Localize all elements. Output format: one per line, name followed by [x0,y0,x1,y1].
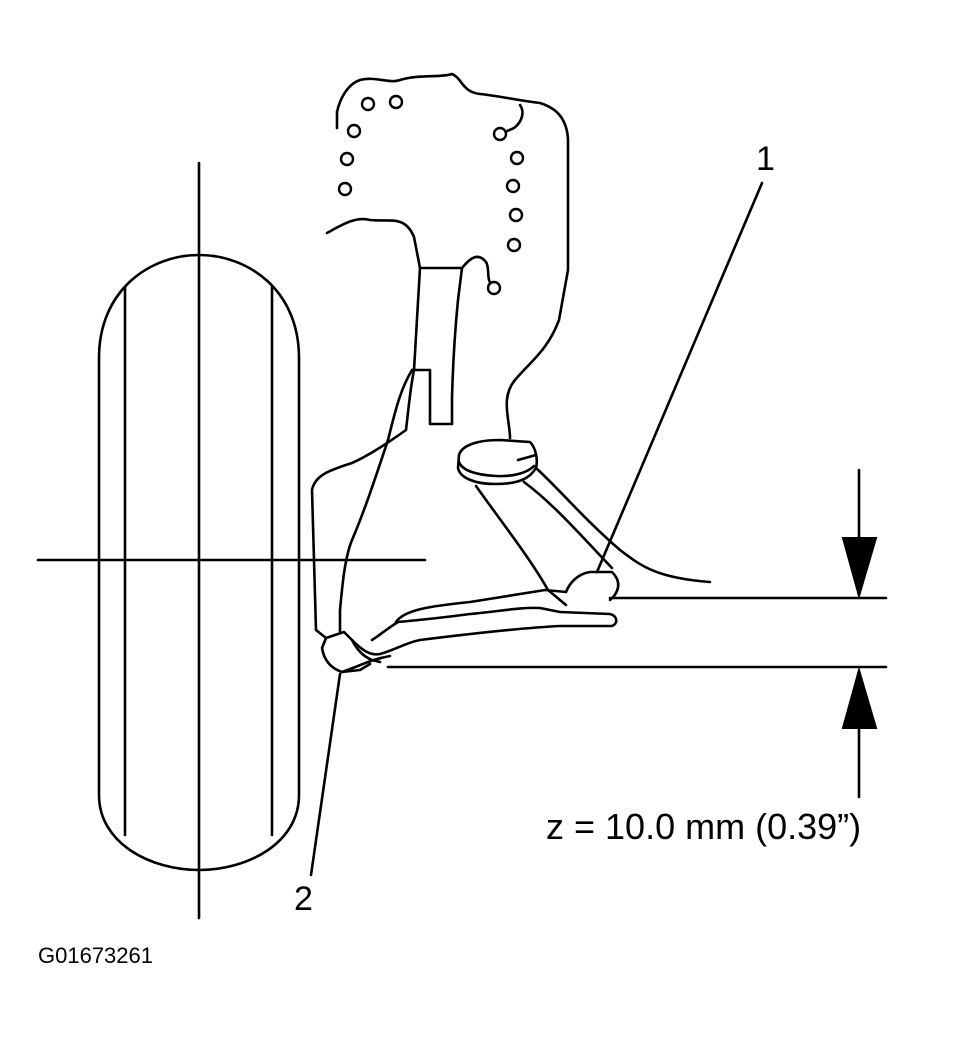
strut-housing [310,72,570,640]
callout-1-leader [595,181,764,574]
callout-2-leader [309,672,342,877]
bolt-holes [337,94,525,296]
dimension-arrow-top [841,468,878,600]
lower-arm [320,438,712,674]
callout-2-label: 2 [294,880,313,918]
callout-1-label: 1 [756,140,775,178]
figure-code: G01673261 [38,943,153,968]
dimension-label: z = 10.0 mm (0.39”) [546,806,861,847]
dimension-arrow-bottom [841,666,878,799]
